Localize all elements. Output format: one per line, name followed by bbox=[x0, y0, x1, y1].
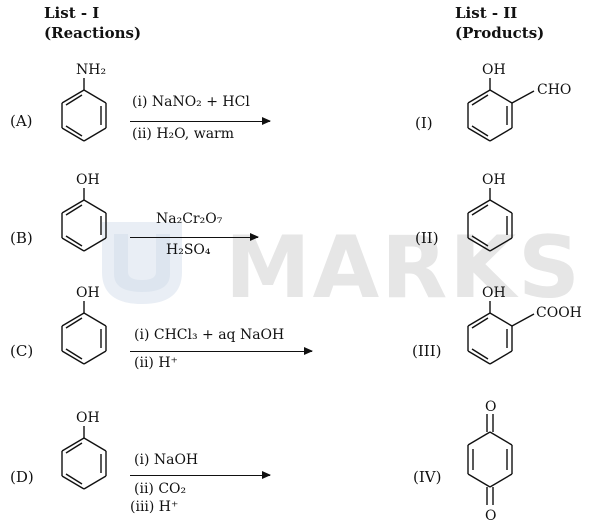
product-iv-group-2: O bbox=[485, 508, 496, 524]
product-i-salicylaldehyde: OH CHO bbox=[467, 62, 571, 142]
product-iii-group-1: OH bbox=[482, 285, 506, 301]
reaction-a-condition-2: (ii) H₂O, warm bbox=[132, 126, 235, 142]
reaction-d-condition-1: (i) NaOH bbox=[134, 452, 199, 468]
list-2-header: List - II (Products) bbox=[455, 3, 544, 43]
product-ii-label: (II) bbox=[415, 229, 439, 247]
reaction-d-label: (D) bbox=[10, 468, 34, 486]
reaction-a-label: (A) bbox=[10, 112, 33, 130]
reaction-d-condition-3: (iii) H⁺ bbox=[130, 499, 179, 515]
list-1-header: List - I (Reactions) bbox=[44, 3, 141, 43]
list-1-subtitle: (Reactions) bbox=[44, 24, 142, 42]
reaction-c-arrow bbox=[130, 345, 313, 357]
reaction-d-arrow bbox=[130, 469, 271, 481]
list-2-title: List - II bbox=[455, 4, 518, 22]
reaction-d-group: OH bbox=[76, 410, 100, 426]
reaction-b-condition-2: H₂SO₄ bbox=[166, 242, 211, 258]
product-i-label: (I) bbox=[415, 114, 433, 132]
reaction-b-reactant-phenol: OH bbox=[61, 172, 107, 252]
reaction-c-label: (C) bbox=[10, 342, 34, 360]
reaction-d-condition-2: (ii) CO₂ bbox=[134, 481, 187, 497]
list-1-title: List - I bbox=[44, 4, 100, 22]
product-i-group-1: OH bbox=[482, 62, 506, 78]
watermark-logo-icon bbox=[102, 222, 182, 304]
reaction-b-condition-1: Na₂Cr₂O₇ bbox=[156, 211, 223, 227]
list-2-subtitle: (Products) bbox=[455, 24, 545, 42]
reaction-d-reactant-phenol: OH bbox=[61, 410, 107, 490]
reaction-c-reactant-phenol: OH bbox=[61, 285, 107, 365]
product-i-group-2: CHO bbox=[537, 82, 571, 98]
reaction-a-arrow bbox=[130, 115, 271, 127]
product-iii-salicylic-acid: OH COOH bbox=[467, 285, 582, 365]
watermark-text: MARKS bbox=[225, 218, 582, 318]
product-iv-group-1: O bbox=[485, 399, 496, 415]
product-ii-phenol: OH bbox=[467, 172, 513, 252]
reaction-c-group: OH bbox=[76, 285, 100, 301]
reaction-b-label: (B) bbox=[10, 229, 33, 247]
reaction-a-reactant-aniline: NH₂ bbox=[61, 62, 107, 142]
reaction-b-arrow bbox=[130, 231, 259, 243]
reaction-c-condition-2: (ii) H⁺ bbox=[134, 355, 178, 371]
reaction-a-group: NH₂ bbox=[76, 62, 106, 78]
product-ii-group-1: OH bbox=[482, 172, 506, 188]
reaction-b-group: OH bbox=[76, 172, 100, 188]
product-iv-benzoquinone: O O bbox=[467, 399, 513, 524]
product-iii-group-2: COOH bbox=[536, 305, 582, 321]
reaction-c-condition-1: (i) CHCl₃ + aq NaOH bbox=[134, 327, 285, 343]
reaction-a-condition-1: (i) NaNO₂ + HCl bbox=[132, 94, 250, 110]
product-iii-label: (III) bbox=[412, 342, 442, 360]
product-iv-label: (IV) bbox=[413, 468, 442, 486]
